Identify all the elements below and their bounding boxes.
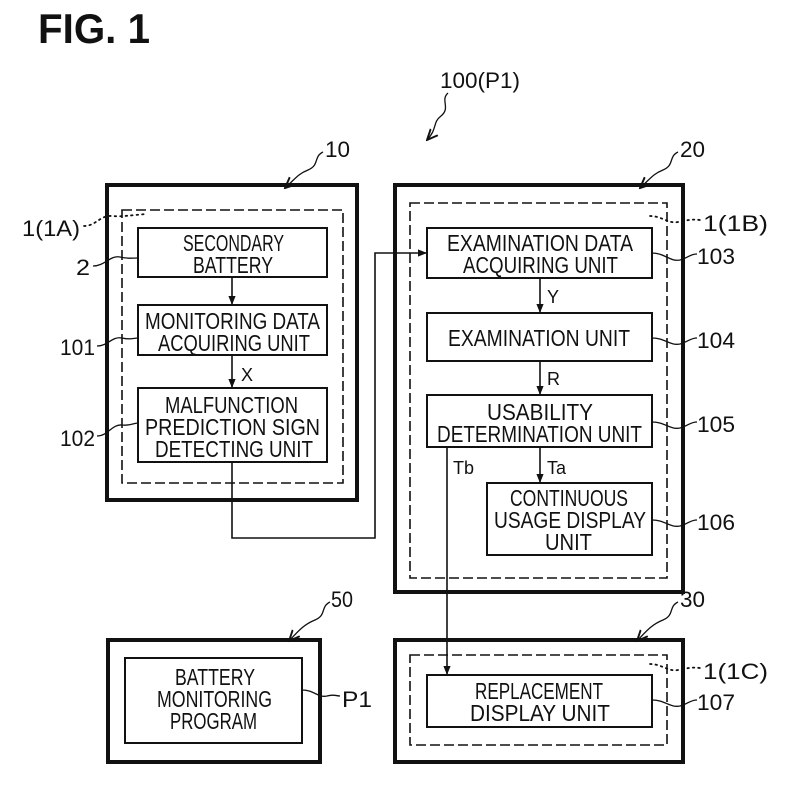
malfunction-prediction-sign-detecting-unit-leader xyxy=(97,423,138,436)
device-20-leader xyxy=(640,152,678,188)
module-1b-ref-label: 1(1B) xyxy=(703,211,768,236)
system-ref-leader xyxy=(427,93,448,140)
continuous-usage-display-unit-ref-label: 106 xyxy=(697,510,735,535)
battery-monitoring-program-ref-label: P1 xyxy=(342,687,372,712)
examination-data-acquiring-unit-leader xyxy=(652,253,697,260)
signal-r-label: R xyxy=(547,369,560,389)
device-10: 10 1(1A) SECONDARY BATTERY 2 MONITORING … xyxy=(22,137,357,500)
signal-x-label: X xyxy=(241,365,253,385)
device-50-ref-label: 50 xyxy=(331,587,353,612)
device-20: 20 1(1B) EXAMINATION DATA ACQUIRING UNIT… xyxy=(395,137,768,592)
device-10-leader xyxy=(285,152,323,188)
device-50-leader xyxy=(289,602,330,641)
examination-unit-ref-label: 104 xyxy=(697,328,735,353)
replacement-display-unit-leader xyxy=(652,700,697,706)
device-30-leader xyxy=(637,602,678,641)
continuous-usage-display-unit-label-line: UNIT xyxy=(545,529,592,555)
device-30: 30 1(1C) REPLACEMENT DISPLAY UNIT 107 xyxy=(395,587,768,762)
device-20-ref-label: 20 xyxy=(680,137,705,162)
monitoring-data-acquiring-unit-leader xyxy=(97,338,138,346)
secondary-battery-label-line: BATTERY xyxy=(193,252,273,278)
examination-data-acquiring-unit-label-line: ACQUIRING UNIT xyxy=(463,252,618,278)
figure-title: FIG. 1 xyxy=(38,5,150,52)
signal-tb-label: Tb xyxy=(453,458,474,478)
monitoring-data-acquiring-unit-label-line: ACQUIRING UNIT xyxy=(158,330,310,356)
malfunction-prediction-sign-detecting-unit-label-line: DETECTING UNIT xyxy=(155,436,313,462)
module-1a-leader xyxy=(84,214,147,226)
secondary-battery-leader xyxy=(93,257,138,266)
continuous-usage-display-unit-leader xyxy=(652,520,697,526)
signal-ta-label: Ta xyxy=(547,458,567,478)
module-1c-leader xyxy=(650,664,700,670)
device-10-ref-label: 10 xyxy=(325,137,350,162)
module-1c-ref-label: 1(1C) xyxy=(703,659,768,684)
examination-unit-label-line: EXAMINATION UNIT xyxy=(448,325,630,351)
signal-y-label: Y xyxy=(547,287,559,307)
examination-unit-leader xyxy=(652,338,697,344)
module-1b-leader xyxy=(650,216,700,222)
examination-data-acquiring-unit-ref-label: 103 xyxy=(697,244,735,269)
system-ref-label: 100(P1) xyxy=(440,68,520,93)
usability-determination-unit-ref-label: 105 xyxy=(697,412,735,437)
device-30-ref-label: 30 xyxy=(680,587,705,612)
battery-monitoring-program-label-line: PROGRAM xyxy=(170,708,257,734)
secondary-battery-ref-label: 2 xyxy=(76,255,90,280)
replacement-display-unit-ref-label: 107 xyxy=(697,690,735,715)
malfunction-prediction-sign-detecting-unit-ref-label: 102 xyxy=(60,426,95,451)
monitoring-data-acquiring-unit-ref-label: 101 xyxy=(60,335,95,360)
device-50: 50 BATTERY MONITORING PROGRAM P1 xyxy=(108,587,372,762)
usability-determination-unit-leader xyxy=(652,422,697,428)
replacement-display-unit-label-line: DISPLAY UNIT xyxy=(470,700,610,726)
usability-determination-unit-label-line: DETERMINATION UNIT xyxy=(437,421,642,447)
module-1a-ref-label: 1(1A) xyxy=(22,216,80,241)
